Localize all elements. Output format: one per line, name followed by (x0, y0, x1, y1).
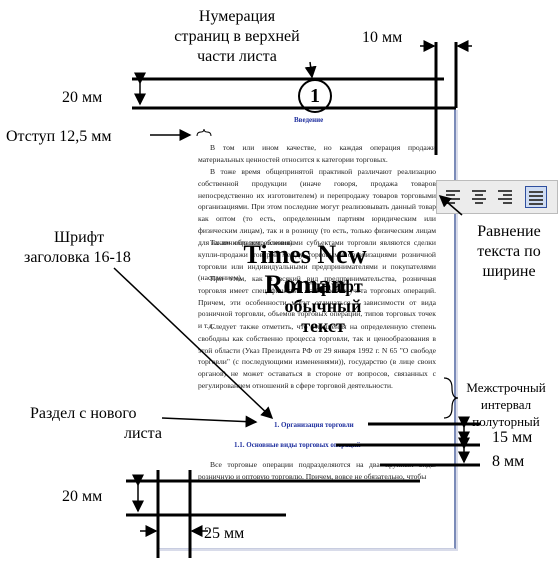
left-margin-label: 25 мм (204, 525, 245, 542)
spacing-after-label: 8 мм (492, 453, 525, 470)
last-paragraph: Все торговые операции подразделяются на … (198, 460, 436, 481)
sub-heading: 1.1. Основные виды торговых операций (234, 441, 361, 449)
spacing-before-label: 15 мм (492, 429, 533, 446)
line-spacing-label-2: интервал (480, 397, 532, 412)
font-size-label-line-3: текст (301, 316, 345, 336)
paragraph-2: В тоже время общепринятой практикой разл… (198, 167, 436, 247)
page-numbering-label-1: Нумерация (198, 8, 276, 25)
font-name-label: Times New Roman (243, 240, 367, 299)
chapter-heading: 1. Организация торговли (274, 421, 354, 429)
heading-font-label-2: заголовка 16-18 (24, 249, 131, 266)
alignment-toolbar (436, 180, 558, 214)
page-numbering-label-3: части листа (197, 48, 277, 65)
align-right-icon[interactable] (495, 186, 515, 206)
paragraph-3: Таким образом, основными субъектами торг… (198, 238, 436, 283)
page-numbering-label-2: страниц в верхней (174, 28, 300, 45)
new-section-label-2: листа (124, 425, 162, 442)
new-section-label-1: Раздел с нового (30, 405, 137, 422)
right-margin-label: 10 мм (362, 29, 403, 46)
paragraph-1: В том или ином качестве, но каждая опера… (198, 143, 436, 164)
justify-label-1: Равнение (477, 223, 541, 240)
font-size-label-line-1: 14 шрифт (283, 276, 363, 296)
top-margin-label: 20 мм (62, 89, 103, 106)
align-justify-icon[interactable] (525, 186, 547, 208)
align-center-icon[interactable] (469, 186, 489, 206)
bottom-margin-label: 20 мм (62, 488, 103, 505)
justify-label-3: ширине (482, 263, 536, 280)
line-spacing-label-3: полуторный (472, 414, 540, 429)
font-size-label-line-2: обычный (284, 296, 362, 316)
justify-label-2: текста по (477, 243, 541, 260)
paragraph-5: Следует также отметить, что отношения на… (198, 322, 436, 390)
indent-label: Отступ 12,5 мм (6, 128, 112, 145)
intro-title: Введение (294, 116, 324, 124)
heading-font-label-1: Шрифт (54, 229, 105, 246)
document-page (158, 108, 456, 549)
paragraph-4: При этом, как и всякий вид предпринимате… (198, 274, 436, 331)
line-spacing-label-1: Межстрочный (466, 380, 546, 395)
